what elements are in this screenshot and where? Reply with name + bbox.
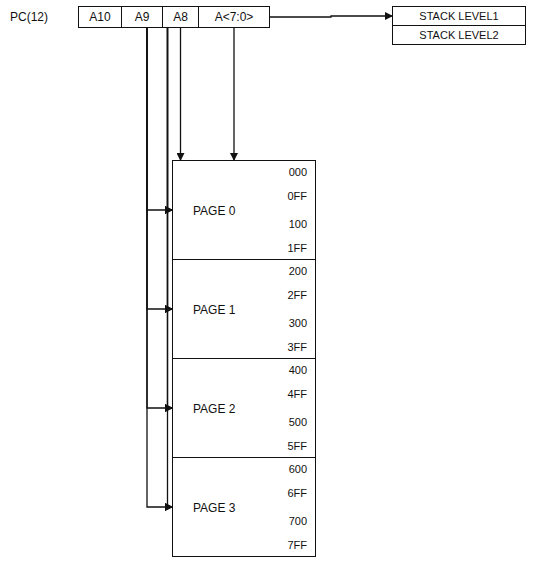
address-label: 2FF	[287, 288, 307, 302]
stack-level: STACK LEVEL2	[392, 25, 526, 45]
address-label: 6FF	[287, 486, 307, 500]
address-label: 700	[289, 514, 307, 528]
bit-field-label: A9	[122, 10, 162, 24]
address-label: 4FF	[287, 387, 307, 401]
page-label: PAGE 0	[193, 204, 235, 218]
stack-level: STACK LEVEL1	[392, 6, 526, 26]
register-field: A<7:0>	[198, 6, 270, 28]
memory-page: PAGE 0 000 0FF 100 1FF	[172, 160, 316, 260]
address-label: 0FF	[287, 189, 307, 203]
address-label: 5FF	[287, 439, 307, 453]
page-label: PAGE 1	[193, 303, 235, 317]
address-label: 300	[289, 316, 307, 330]
register-field: A8	[162, 6, 199, 28]
page-label: PAGE 2	[193, 402, 235, 416]
address-label: 7FF	[287, 538, 307, 552]
stack-label: STACK LEVEL1	[393, 9, 525, 23]
address-arrow	[270, 16, 392, 17]
address-arrow	[122, 17, 172, 507]
bit-field-label: A<7:0>	[199, 10, 269, 24]
address-arrow	[233, 28, 234, 160]
memory-page: PAGE 2 400 4FF 500 5FF	[172, 358, 316, 458]
bit-field-label: A8	[163, 10, 198, 24]
register-field: A10	[78, 6, 122, 28]
address-label: 3FF	[287, 340, 307, 354]
address-arrow	[180, 28, 181, 160]
register-name: PC(12)	[10, 10, 48, 24]
address-label: 100	[289, 217, 307, 231]
address-label: 200	[289, 264, 307, 278]
memory-page: PAGE 1 200 2FF 300 3FF	[172, 259, 316, 359]
address-label: 600	[289, 462, 307, 476]
stack-label: STACK LEVEL2	[393, 28, 525, 42]
address-label: 500	[289, 415, 307, 429]
address-label: 000	[289, 165, 307, 179]
page-label: PAGE 3	[193, 501, 235, 515]
address-label: 1FF	[287, 241, 307, 255]
register-field: A9	[121, 6, 163, 28]
memory-page: PAGE 3 600 6FF 700 7FF	[172, 457, 316, 557]
address-label: 400	[289, 363, 307, 377]
address-arrow	[163, 17, 172, 507]
bit-field-label: A10	[79, 10, 121, 24]
